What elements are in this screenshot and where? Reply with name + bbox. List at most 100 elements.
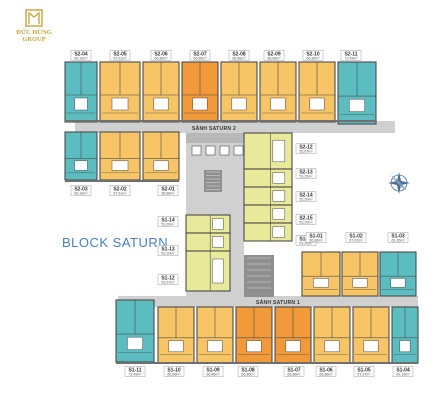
unit-code: S1-02	[349, 233, 363, 239]
unit-area: 66,86m²	[306, 56, 320, 60]
compass-icon	[388, 172, 410, 194]
unit-s1-13	[185, 232, 231, 252]
unit-code: S1-03	[391, 233, 405, 239]
unit-label-box	[392, 366, 414, 377]
unit-label-box	[157, 185, 179, 196]
unit-area: 53,20m²	[299, 241, 313, 245]
unit-labels: S2-0469,16m²S2-0567,61m²S2-0666,86m²S2-0…	[70, 50, 414, 377]
bathroom	[285, 340, 301, 353]
bathroom	[168, 340, 184, 353]
unit-s1-08	[235, 306, 273, 364]
bathroom	[309, 97, 325, 111]
unit-label-box	[157, 216, 179, 227]
stair-core-upper	[204, 170, 222, 192]
corridor-bottom-label: SẢNH SATURN 1	[256, 299, 300, 306]
unit-area: 53,67m²	[299, 149, 313, 153]
unit-area: 66,86m²	[154, 56, 168, 60]
unit-area: 69,16m²	[74, 191, 88, 195]
unit-area: 67,61m²	[113, 56, 127, 60]
unit-label-box	[295, 168, 317, 179]
unit-label-box	[163, 366, 185, 377]
corridor-top	[75, 121, 395, 133]
bathroom	[272, 208, 286, 220]
bathroom	[352, 278, 368, 288]
unit-s1-15	[243, 222, 293, 242]
unit-code: S2-13	[299, 169, 313, 175]
exterior-wall	[65, 180, 179, 182]
unit-code: S2-10	[306, 51, 320, 57]
unit-s2-11	[337, 61, 377, 125]
unit-label-box	[70, 50, 92, 61]
unit-s2-01	[142, 131, 180, 181]
unit-code: S1-12	[161, 275, 175, 281]
unit-label-box	[387, 232, 409, 243]
unit-area: 66,86m²	[167, 372, 181, 376]
unit-code: S2-07	[193, 51, 207, 57]
unit-label-box	[263, 50, 285, 61]
unit-area: 69,16m²	[391, 238, 405, 242]
bathroom	[272, 226, 286, 238]
unit-code: S2-05	[113, 51, 127, 57]
unit-label-box	[228, 50, 250, 61]
bathroom	[212, 258, 224, 284]
unit-area: 69,16m²	[74, 56, 88, 60]
unit-code: S1-09	[206, 367, 220, 373]
unit-code: S2-01	[161, 186, 175, 192]
unit-s2-15	[243, 204, 293, 224]
unit-area: 67,37m²	[357, 372, 371, 376]
unit-s2-04	[64, 61, 98, 123]
bathroom	[272, 190, 286, 202]
unit-area: 66,86m²	[232, 56, 246, 60]
unit-area: 53,20m²	[161, 251, 175, 255]
unit-code: S2-12	[299, 144, 313, 150]
lift-box	[191, 145, 202, 156]
bathroom	[74, 160, 88, 171]
unit-label-box	[70, 185, 92, 196]
unit-s2-02	[99, 131, 141, 181]
corridor-top-label: SẢNH SATURN 2	[192, 125, 236, 132]
bathroom	[153, 97, 169, 111]
unit-label-box	[302, 50, 324, 61]
unit-code: S1-07	[287, 367, 301, 373]
unit-s2-13	[243, 168, 293, 188]
unit-code: S2-09	[267, 51, 281, 57]
unit-label-box	[124, 366, 146, 377]
logo-name-line2: GROUP	[22, 36, 46, 43]
unit-code: S2-02	[113, 186, 127, 192]
unit-s2-09	[259, 61, 297, 123]
bathroom	[192, 97, 208, 111]
bathroom	[127, 336, 143, 350]
unit-area: 53,67m²	[161, 280, 175, 284]
unit-label-box	[189, 50, 211, 61]
unit-s1-12	[185, 250, 231, 292]
bathroom	[399, 340, 411, 353]
unit-code: S2-14	[299, 192, 313, 198]
unit-code: S1-13	[161, 246, 175, 252]
logo-name-line1: ĐỨC HÙNG	[16, 28, 52, 36]
unit-s1-06	[313, 306, 351, 364]
unit-code: S1-10	[167, 367, 181, 373]
unit-area: 66,86m²	[161, 191, 175, 195]
bathroom	[270, 97, 286, 111]
unit-s1-05	[352, 306, 390, 364]
unit-s1-07	[274, 306, 312, 364]
unit-layer	[64, 61, 419, 364]
exterior-wall	[65, 120, 376, 122]
